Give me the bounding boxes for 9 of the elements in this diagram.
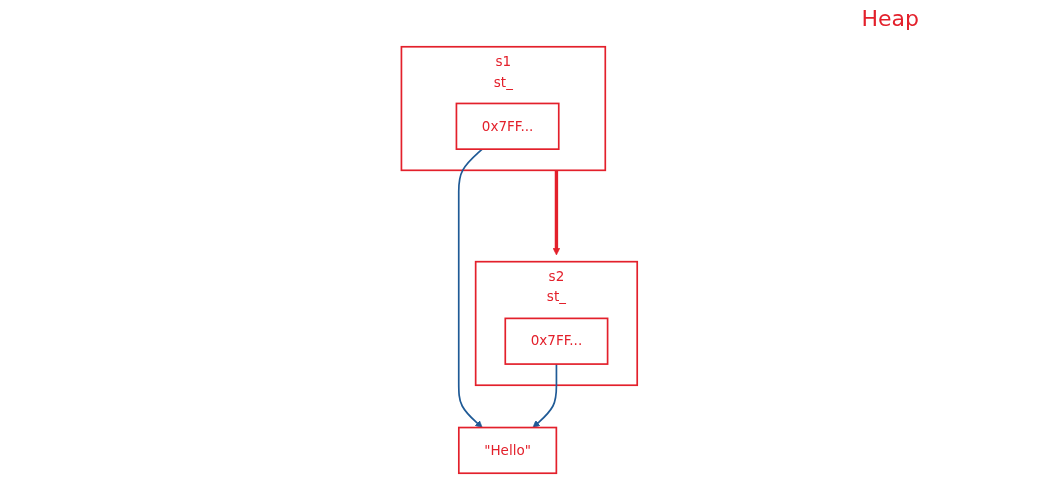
node-box: "Hello" (458, 426, 558, 475)
arrow (552, 170, 561, 256)
arrow (458, 148, 484, 428)
arrow (532, 363, 558, 428)
node-box: 0x7FF... (504, 317, 609, 365)
node-label: s2 (548, 268, 565, 285)
heap-label: Heap (861, 6, 919, 31)
node-box: 0x7FF... (455, 102, 560, 150)
node-label: s1 (495, 53, 512, 70)
